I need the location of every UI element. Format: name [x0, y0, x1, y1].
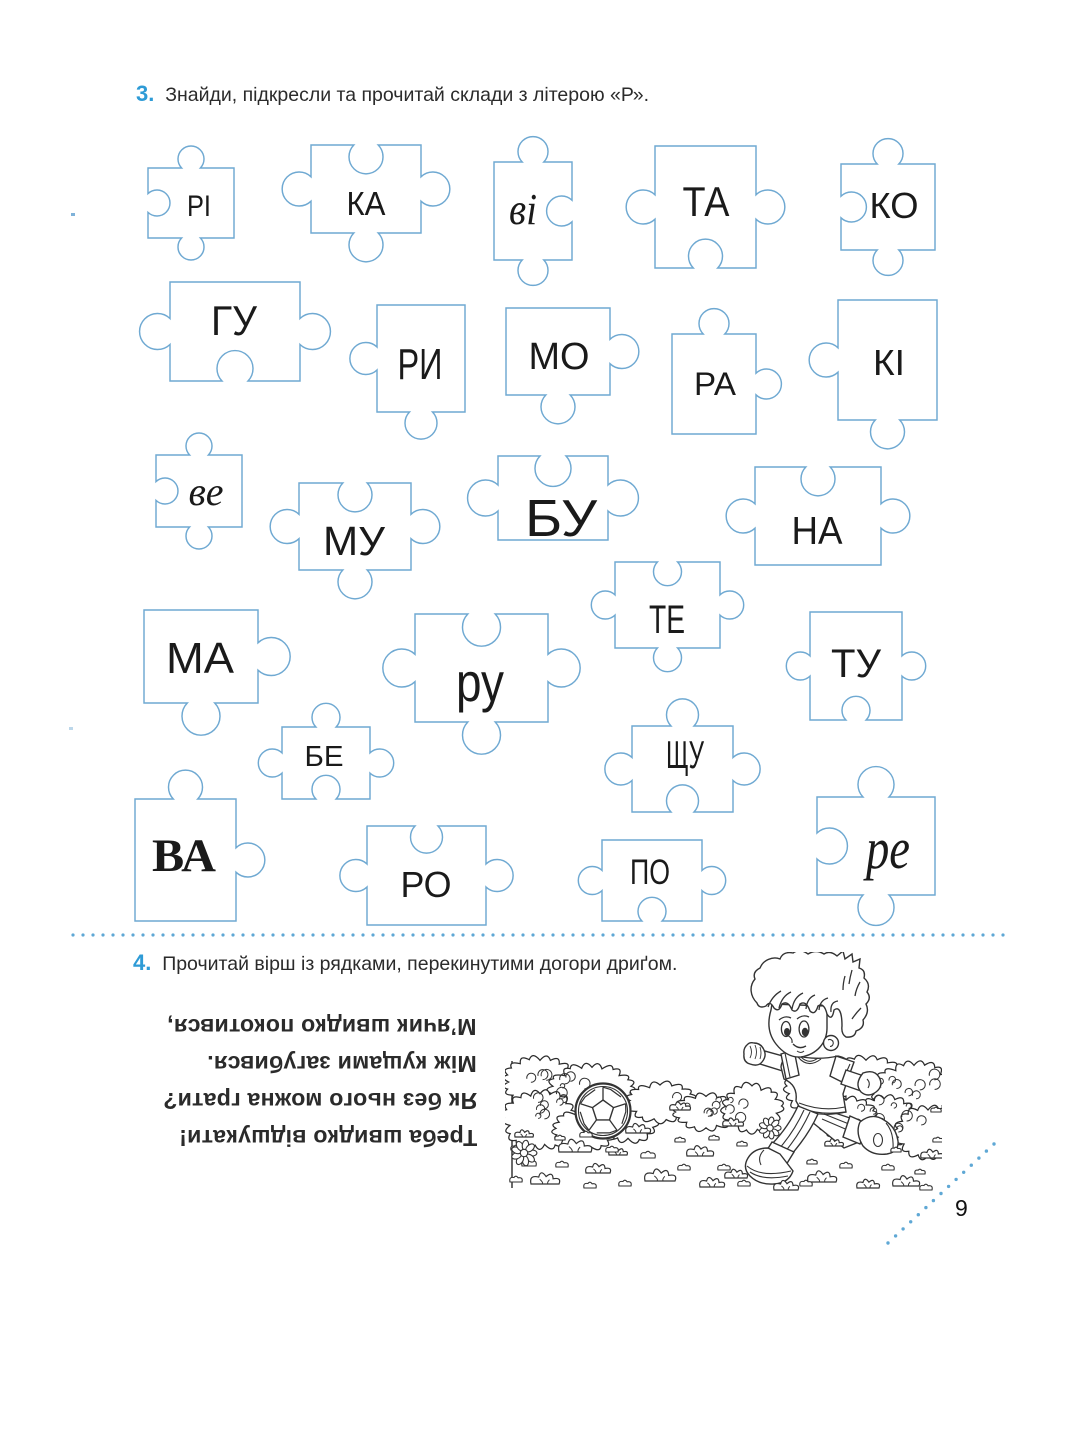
- svg-text:РА: РА: [694, 366, 737, 402]
- svg-text:ТЕ: ТЕ: [649, 598, 685, 642]
- svg-text:МА: МА: [166, 634, 235, 683]
- svg-text:МО: МО: [529, 336, 590, 378]
- svg-text:РО: РО: [401, 864, 452, 905]
- svg-text:ГУ: ГУ: [211, 297, 257, 344]
- svg-text:РИ: РИ: [398, 340, 443, 389]
- svg-text:ТА: ТА: [683, 178, 730, 225]
- svg-text:КО: КО: [870, 185, 919, 226]
- svg-text:КА: КА: [347, 185, 386, 222]
- svg-text:ве: ве: [188, 469, 223, 514]
- svg-text:БЕ: БЕ: [305, 741, 344, 773]
- svg-text:КІ: КІ: [873, 342, 905, 383]
- svg-text:ПО: ПО: [630, 853, 670, 892]
- svg-text:ре: ре: [863, 816, 910, 881]
- svg-text:ВА: ВА: [152, 830, 216, 882]
- svg-text:ру: ру: [456, 651, 504, 713]
- svg-text:ТУ: ТУ: [831, 642, 882, 686]
- svg-text:РІ: РІ: [187, 190, 211, 223]
- svg-text:ЩУ: ЩУ: [666, 734, 704, 777]
- svg-text:9: 9: [955, 1195, 968, 1221]
- svg-text:МУ: МУ: [323, 518, 386, 564]
- svg-text:НА: НА: [792, 510, 843, 553]
- svg-text:БУ: БУ: [525, 490, 598, 548]
- svg-text:ві: ві: [509, 185, 537, 234]
